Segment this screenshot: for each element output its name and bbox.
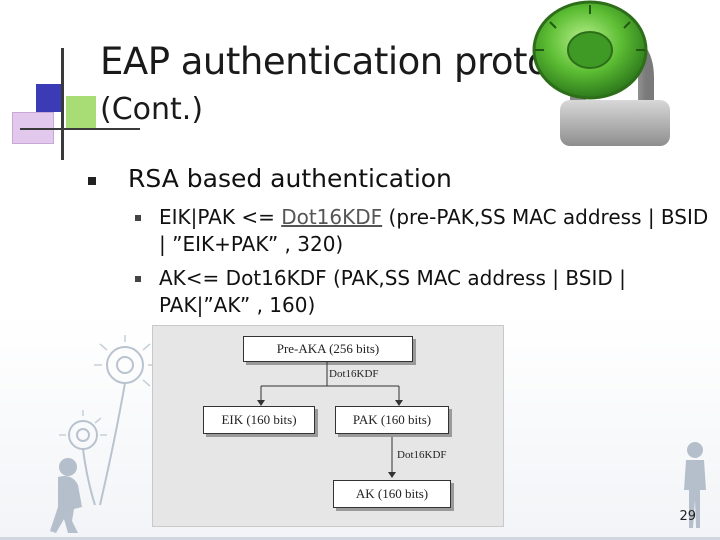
kdf-label-top: Dot16KDF [329, 368, 379, 380]
dandelion-icon [59, 335, 156, 506]
page-number: 29 [679, 509, 696, 524]
decor-square-green [66, 96, 96, 128]
sub-bullet-1-prefix: EIK|PAK <= [159, 205, 282, 229]
bullet-marker [88, 177, 96, 185]
sub-bullet-1-suffix: (pre-PAK,SS MAC address | BSID | ”EIK+PA… [159, 205, 709, 256]
ak-box: AK (160 bits) [333, 480, 451, 508]
dot16kdf-link[interactable]: Dot16KDF [281, 205, 383, 229]
kdf-label-bottom: Dot16KDF [397, 449, 447, 461]
slide-subtitle: (Cont.) [100, 92, 204, 127]
footer-bar [0, 537, 720, 540]
sub-bullet-1: EIK|PAK <= Dot16KDF (pre-PAK,SS MAC addr… [159, 204, 714, 258]
slide-title: EAP authentication protocol [100, 40, 601, 83]
pak-box: PAK (160 bits) [335, 406, 449, 434]
child-silhouette-icon [684, 442, 706, 528]
child-silhouette-icon [50, 458, 82, 533]
padlock-icon [532, 0, 670, 146]
sub-bullet-marker [135, 215, 141, 221]
pre-aka-box: Pre-AKA (256 bits) [243, 336, 413, 362]
decor-square-blue [36, 84, 64, 112]
diagram-connectors [257, 362, 403, 478]
decor-horizontal-line [20, 128, 140, 130]
sub-bullet-marker [135, 276, 141, 282]
sub-bullet-2: AK<= Dot16KDF (PAK,SS MAC address | BSID… [159, 266, 626, 317]
decor-vertical-line [61, 48, 64, 160]
key-hierarchy-diagram: Pre-AKA (256 bits) Dot16KDF EIK (160 bit… [152, 325, 504, 527]
eik-box: EIK (160 bits) [203, 406, 315, 434]
bullet-text: RSA based authentication [128, 164, 452, 193]
